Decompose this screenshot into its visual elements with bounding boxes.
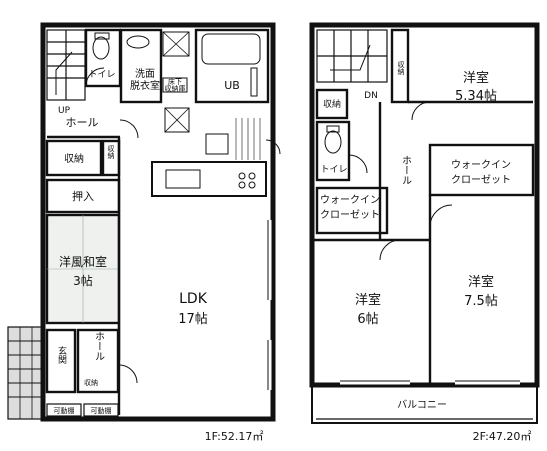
label-2f-storage-vertical: 収納 [397, 61, 405, 76]
label-2f-bedroom-6-name: 洋室 [355, 292, 381, 308]
label-1f-ldk-size: 17帖 [178, 312, 208, 327]
entrance-porch [7, 326, 45, 420]
label-1f-movable-shelf-2: 可動棚 [91, 406, 112, 415]
label-1f-storage-small: 収納 [107, 145, 115, 160]
washroom [119, 28, 190, 104]
storage-2f [315, 88, 349, 120]
label-1f-storage: 収納 [64, 152, 84, 165]
label-1f-toilet: トイレ [88, 70, 115, 80]
floor-1-outer-wall [40, 22, 276, 422]
label-1f-ldk-name: LDK [179, 291, 208, 307]
floor-2-plan [309, 22, 540, 424]
label-1f-underfloor-line2: 収納庫 [165, 84, 186, 93]
label-1f-entrance-storage: 収納 [84, 378, 98, 387]
label-1f-washitsu-size: 3帖 [73, 273, 93, 288]
label-1f-oshiire: 押入 [72, 189, 94, 203]
washitsu-room [45, 213, 121, 325]
walkin-closet-left [315, 186, 389, 235]
unit-bath [194, 28, 270, 104]
label-1f-underfloor-line1: 床下 [168, 77, 182, 86]
floor-2-area-label: 2F:47.20㎡ [473, 430, 532, 443]
label-2f-west-bedroom-name: 洋室 [463, 70, 489, 86]
kitchen-counter [151, 118, 281, 197]
label-2f-west-bedroom-size: 5.34帖 [455, 89, 497, 104]
label-1f-genkan: 玄関 [56, 345, 67, 365]
label-2f-dn: DN [364, 91, 378, 101]
label-2f-storage: 収納 [323, 98, 341, 110]
label-2f-hall: ホール [400, 155, 412, 185]
walkin-closet-right [428, 143, 535, 197]
label-2f-bedroom-6-size: 6帖 [357, 312, 378, 327]
label-2f-toilet: トイレ [320, 165, 347, 175]
storage-vertical-2f [390, 28, 410, 104]
label-1f-washroom-line2: 脱衣室 [130, 79, 160, 92]
label-2f-bedroom-75-size: 7.5帖 [464, 294, 498, 309]
label-1f-washitsu-name: 洋風和室 [59, 254, 107, 269]
label-2f-walkin-left-line2: クローゼット [320, 209, 380, 221]
label-2f-balcony: バルコニー [397, 399, 447, 411]
entrance-1f [45, 328, 138, 417]
staircase-2f [316, 29, 388, 83]
label-1f-up: UP [58, 106, 71, 116]
staircase-1f [46, 29, 86, 101]
floor-1-area-label: 1F:52.17㎡ [205, 430, 264, 443]
label-1f-entrance-hall: ホール [93, 331, 105, 361]
label-2f-walkin-right-line1: ウォークイン [451, 159, 511, 171]
floor-1-plan [7, 22, 281, 422]
storage-1f [45, 139, 103, 177]
balcony [311, 384, 538, 424]
label-1f-washroom-line1: 洗面 [135, 68, 155, 80]
toilet-2f [315, 120, 368, 182]
label-1f-movable-shelf-1: 可動棚 [54, 406, 75, 415]
label-2f-walkin-left-line1: ウォークイン [320, 194, 380, 206]
label-2f-walkin-right-line2: クローゼット [451, 174, 511, 186]
label-2f-bedroom-75-name: 洋室 [468, 274, 494, 290]
label-1f-hall: ホール [66, 116, 99, 129]
label-1f-bath: UB [224, 79, 240, 92]
